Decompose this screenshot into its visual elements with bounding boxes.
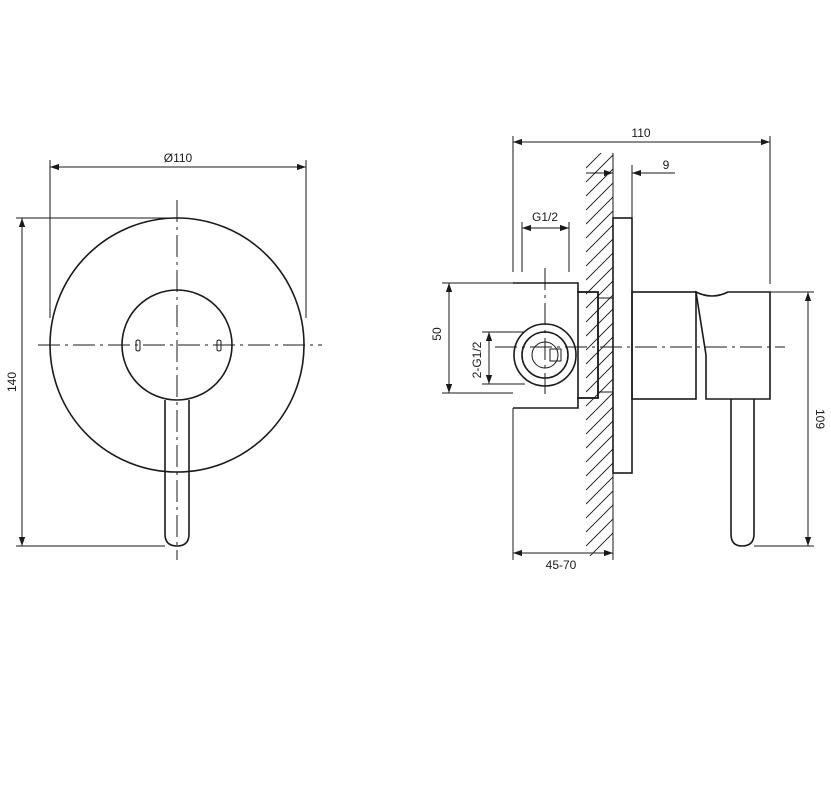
side-view: 110 9 G1/2 50 2-G1/2 109 45-70: [430, 126, 827, 572]
handle-body: [631, 291, 697, 400]
outlet-port-notch: [549, 348, 562, 362]
body-height-label: 50: [430, 327, 444, 341]
lever-handle: [164, 400, 190, 547]
handle-cap: [694, 290, 771, 400]
installed-height-label: 109: [813, 409, 827, 429]
cartridge-sleeve: [597, 297, 614, 393]
wall-section: [586, 153, 613, 556]
front-view: Ø110 140: [5, 151, 322, 560]
valve-body: [513, 282, 599, 409]
thread-label: G1/2: [532, 210, 558, 224]
overall-width-label: 110: [631, 126, 650, 140]
height-label: 140: [5, 372, 19, 392]
connection-label: 2-G1/2: [470, 341, 484, 378]
temperature-mark-right: [216, 339, 222, 352]
cover-thickness-label: 9: [663, 158, 670, 172]
cartridge-collar: [577, 291, 599, 399]
temperature-mark-left: [135, 339, 141, 352]
diameter-label: Ø110: [164, 151, 193, 165]
cover-plate-section: [612, 217, 633, 474]
wall-depth-label: 45-70: [546, 558, 577, 572]
side-lever-handle: [730, 399, 755, 547]
